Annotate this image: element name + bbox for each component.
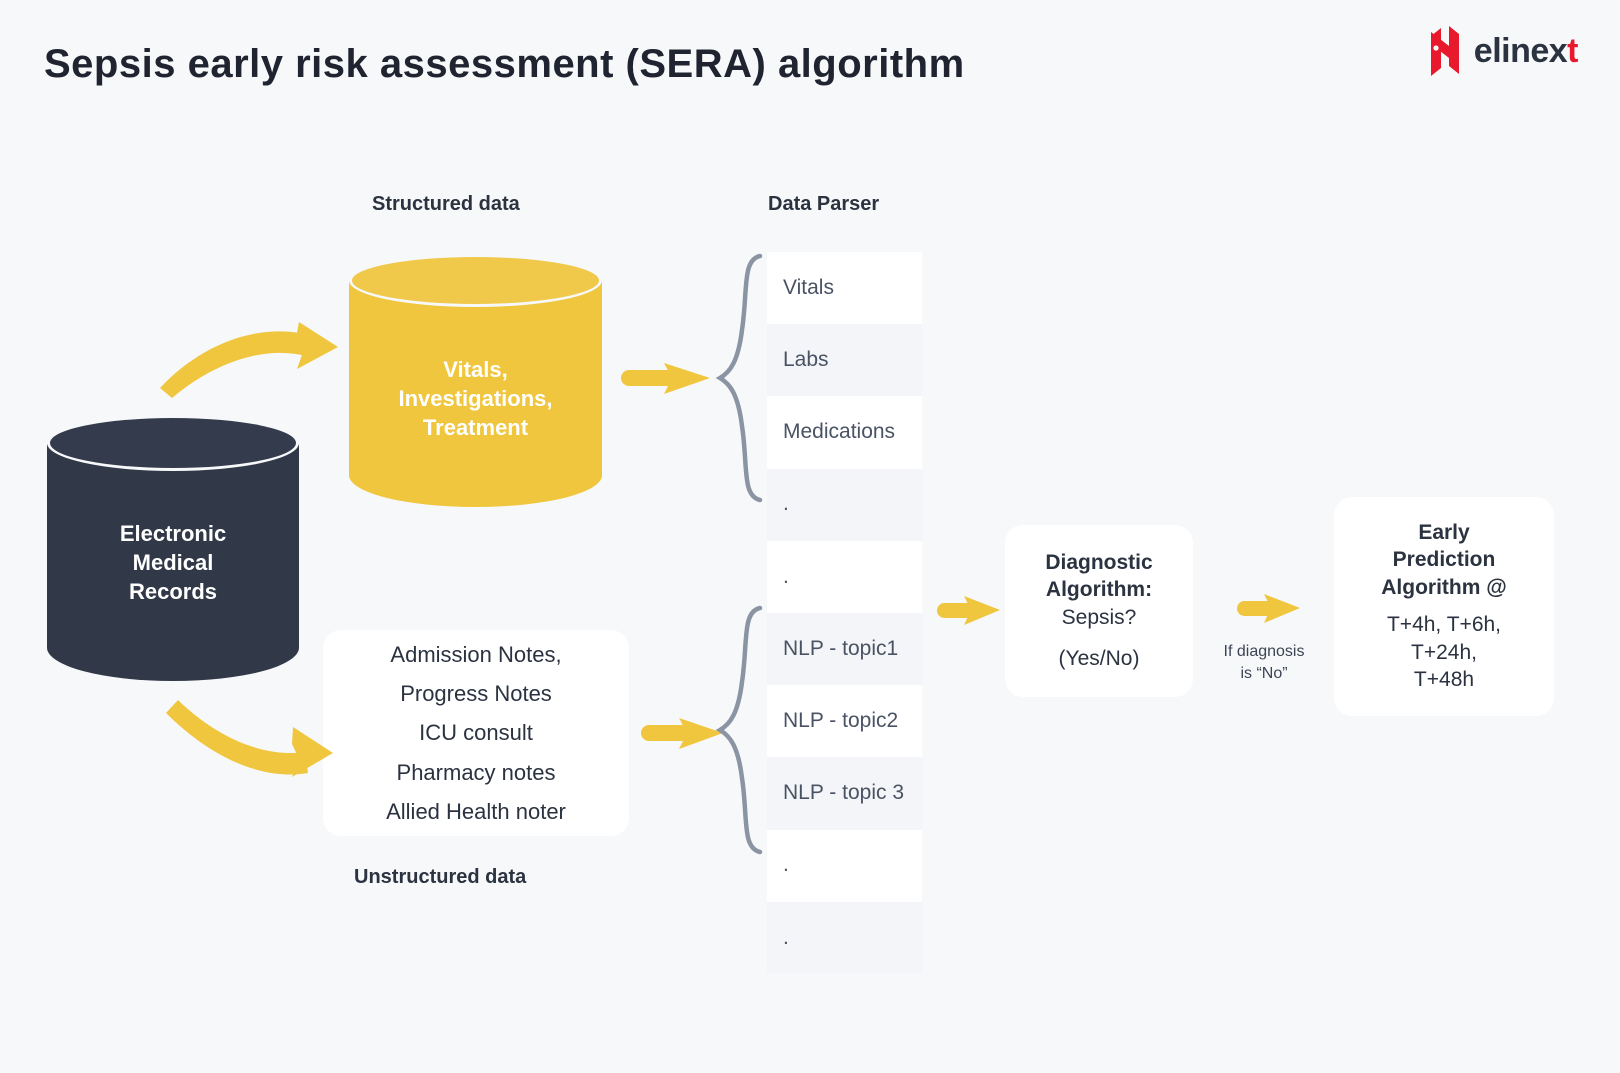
node-diagnostic-algorithm: Diagnostic Algorithm: Sepsis? (Yes/No)	[1005, 525, 1193, 697]
elinext-logo: elinext	[1428, 26, 1578, 76]
data-parser-list: Vitals Labs Medications . . NLP - topic1…	[767, 252, 922, 974]
early-title-line-2: Prediction	[1392, 548, 1496, 572]
elinext-wordmark: elinext	[1473, 32, 1579, 70]
elinext-n-mark-icon	[1430, 26, 1459, 76]
diagnostic-result: (Yes/No)	[1058, 646, 1140, 670]
parser-row: NLP - topic 3	[767, 757, 922, 830]
page-title: Sepsis early risk assessment (SERA) algo…	[44, 42, 965, 86]
arrow-unstructured-to-parser-icon	[641, 718, 723, 749]
if-no-line-1: If diagnosis	[1223, 643, 1305, 660]
cylinder-body	[349, 280, 602, 507]
node-electronic-medical-records: Electronic Medical Records	[47, 415, 299, 681]
connector-label-if-diagnosis-no: If diagnosis is “No”	[1205, 641, 1323, 684]
early-times-line-2: T+24h,	[1411, 640, 1477, 664]
node-early-prediction-algorithm: Early Prediction Algorithm @ T+4h, T+6h,…	[1334, 497, 1554, 716]
caption-structured-data: Structured data	[372, 193, 520, 215]
emr-line-1: Electronic	[119, 521, 227, 546]
if-no-line-2: is “No”	[1240, 664, 1288, 682]
diagnostic-title-line-2: Algorithm:	[1045, 577, 1153, 601]
parser-row-label: .	[783, 925, 789, 949]
caption-data-parser: Data Parser	[768, 193, 880, 215]
parser-row: .	[767, 901, 922, 974]
early-times-line-1: T+4h, T+6h,	[1386, 612, 1502, 636]
arrow-parser-to-diagnostic-icon	[937, 596, 1000, 625]
parser-row: .	[767, 468, 922, 541]
node-structured-data-store: Vitals, Investigations, Treatment	[349, 254, 602, 507]
emr-line-3: Records	[128, 579, 218, 605]
unstructured-line-4: Pharmacy notes	[396, 759, 556, 785]
unstructured-line-1: Admission Notes,	[390, 642, 562, 668]
early-title-line-3: Algorithm @	[1381, 575, 1507, 599]
logo-text-main: elinex	[1473, 32, 1568, 70]
parser-row-label: NLP - topic2	[783, 708, 899, 732]
parser-row: .	[767, 829, 922, 902]
parser-row-label: .	[783, 492, 789, 516]
parser-row-label: NLP - topic1	[783, 636, 899, 660]
parser-row-label: .	[783, 564, 789, 588]
brace-unstructured-group-icon	[715, 605, 763, 855]
cylinder-body	[47, 443, 299, 681]
arrow-diagnostic-to-early-icon	[1237, 594, 1300, 623]
parser-row: Vitals	[767, 252, 922, 325]
structured-line-2: Investigations,	[398, 386, 553, 412]
parser-row: NLP - topic2	[767, 685, 922, 758]
structured-line-1: Vitals,	[443, 357, 508, 382]
logo-text-accent: t	[1567, 32, 1578, 70]
caption-unstructured-data: Unstructured data	[354, 866, 527, 888]
parser-row-label: NLP - topic 3	[783, 781, 905, 805]
brace-structured-group-icon	[715, 253, 763, 503]
unstructured-line-5: Allied Health noter	[386, 798, 566, 824]
arrow-emr-to-unstructured-icon	[166, 700, 333, 777]
parser-row: Labs	[767, 324, 922, 397]
parser-row-label: .	[783, 853, 789, 877]
diagnostic-title-line-1: Diagnostic	[1045, 550, 1153, 574]
parser-row-label: Labs	[783, 348, 829, 371]
arrow-emr-to-structured-icon	[160, 322, 338, 398]
emr-line-2: Medical	[132, 550, 214, 576]
node-label-emr: Electronic Medical Records	[47, 519, 299, 606]
arrow-structured-to-parser-icon	[621, 363, 710, 394]
parser-row: NLP - topic1	[767, 612, 922, 686]
diagnostic-subtitle: Sepsis?	[1061, 605, 1137, 629]
unstructured-line-2: Progress Notes	[400, 681, 552, 707]
early-times-line-3: T+48h	[1413, 668, 1475, 692]
node-label-structured: Vitals, Investigations, Treatment	[349, 355, 602, 442]
parser-row-label: Medications	[783, 420, 896, 444]
parser-row: Medications	[767, 396, 922, 469]
parser-row: .	[767, 540, 922, 613]
cylinder-top-ellipse	[47, 415, 299, 471]
unstructured-line-3: ICU consult	[419, 720, 533, 746]
parser-row-label: Vitals	[783, 275, 834, 299]
early-title-line-1: Early	[1418, 520, 1470, 544]
structured-line-3: Treatment	[422, 415, 529, 441]
cylinder-top-ellipse	[349, 254, 602, 307]
node-unstructured-data-sources: Admission Notes, Progress Notes ICU cons…	[323, 630, 629, 836]
